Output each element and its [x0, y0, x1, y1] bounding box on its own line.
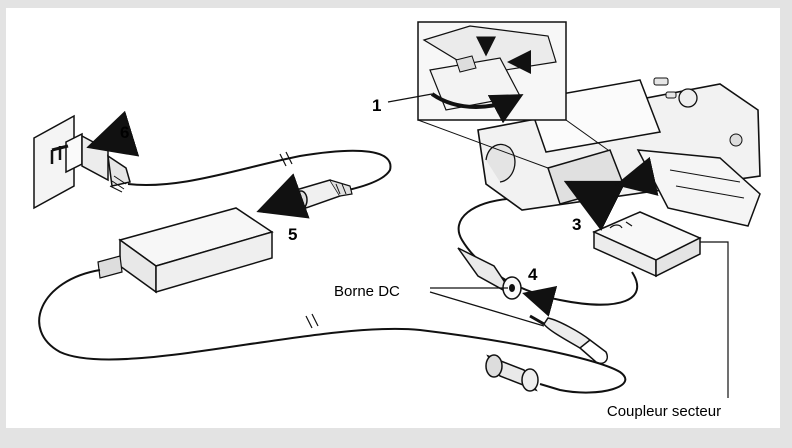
label-ac-coupler: Coupleur secteur: [607, 403, 721, 420]
ac-adapter-icon: [97, 207, 274, 294]
arrow-step-3: [563, 180, 627, 231]
label-dc-terminal: Borne DC: [334, 283, 400, 300]
dc-cable: [38, 269, 627, 394]
battery-coupler-icon: [592, 211, 702, 278]
power-cord: [127, 149, 392, 199]
dc-plug-icon: [529, 314, 608, 364]
arrow-step-6: [86, 110, 140, 157]
arrow-step-4: [522, 285, 558, 317]
wall-outlet-icon: [33, 114, 75, 210]
cord-connector-icon: [294, 179, 353, 210]
dc-socket-icon: [457, 247, 522, 300]
leader-coupler: [700, 241, 729, 398]
step-number-3: 3: [572, 215, 581, 234]
step-number-6: 6: [120, 123, 129, 142]
step-number-4: 4: [528, 265, 538, 284]
step-number-1: 1: [372, 96, 381, 115]
step-number-5: 5: [288, 225, 297, 244]
leader-dc-terminal: [429, 287, 545, 327]
leader-step-1: [387, 93, 433, 103]
inset-detail: [417, 21, 567, 124]
arrow-step-5: [256, 173, 310, 219]
arrow-door: [615, 156, 659, 196]
ferrite-core-icon: [485, 354, 539, 392]
